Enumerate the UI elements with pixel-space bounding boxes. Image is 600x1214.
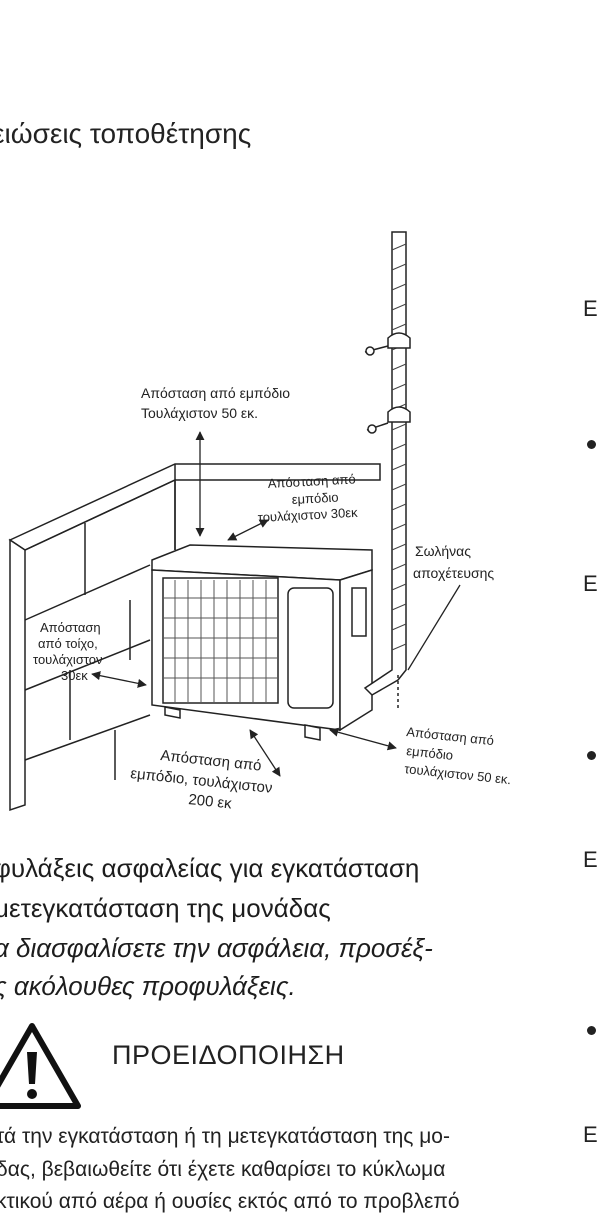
svg-text:Απόσταση από εμπόδιο: Απόσταση από εμπόδιο xyxy=(141,385,290,401)
label-back-1: Απόσταση από xyxy=(267,471,356,491)
label-wall-3: τουλάχιστον xyxy=(33,652,103,667)
svg-text:τουλάχιστον: τουλάχιστον xyxy=(33,652,103,667)
svg-text:Σωλήνας: Σωλήνας xyxy=(415,543,471,559)
outdoor-unit xyxy=(151,544,373,741)
svg-text:από τοίχο,: από τοίχο, xyxy=(38,636,98,651)
svg-text:εμπόδιο: εμπόδιο xyxy=(406,743,454,763)
edge-letter: Ε xyxy=(583,296,598,321)
section-title: ειώσεις τοποθέτησης xyxy=(0,118,252,149)
label-front-3: 200 εκ xyxy=(188,791,233,812)
label-hose-1: Σωλήνας xyxy=(415,543,471,559)
bullet-icon xyxy=(587,1026,596,1035)
svg-text:Απόσταση από: Απόσταση από xyxy=(267,471,356,491)
svg-text:τουλάχιστον 50 εκ.: τουλάχιστον 50 εκ. xyxy=(404,761,512,787)
svg-text:Απόσταση: Απόσταση xyxy=(40,620,101,635)
safety-heading-line2: μετεγκατάσταση της μονάδας xyxy=(0,893,331,923)
label-top-2: Τουλάχιστον 50 εκ. xyxy=(141,405,258,421)
svg-text:αποχέτευσης: αποχέτευσης xyxy=(413,565,494,581)
label-back-3: τουλάχιστον 30εκ xyxy=(257,505,358,525)
safety-intro-line2: ς ακόλουθες προφυλάξεις. xyxy=(0,971,296,1001)
edge-letter: Ε xyxy=(583,571,598,596)
safety-intro-line1: α διασφαλίσετε την ασφάλεια, προσέξ- xyxy=(0,933,433,963)
label-wall-2: από τοίχο, xyxy=(38,636,98,651)
label-top-1: Απόσταση από εμπόδιο xyxy=(141,385,290,401)
warning-text-line1: τά την εγκατάσταση ή τη μετεγκατάσταση τ… xyxy=(0,1125,450,1148)
svg-text:200 εκ: 200 εκ xyxy=(188,791,233,812)
label-back-2: εμπόδιο xyxy=(291,490,339,507)
svg-text:τουλάχιστον 30εκ: τουλάχιστον 30εκ xyxy=(257,505,358,525)
bullet-icon xyxy=(587,751,596,760)
installation-clearance-diagram: Απόσταση από εμπόδιο Τουλάχιστον 50 εκ. … xyxy=(0,220,600,830)
left-wall xyxy=(9,478,176,812)
bullet-icon xyxy=(587,440,596,449)
svg-text:Τουλάχιστον 50 εκ.: Τουλάχιστον 50 εκ. xyxy=(141,405,258,421)
svg-text:30εκ: 30εκ xyxy=(61,668,88,683)
safety-heading-line1: φυλάξεις ασφαλείας για εγκατάσταση xyxy=(0,853,420,883)
label-right-3: τουλάχιστον 50 εκ. xyxy=(404,761,512,787)
edge-letter: Ε xyxy=(583,847,598,872)
warning-title: ΠΡΟΕΙΔΟΠΟΙΗΣΗ xyxy=(112,1040,345,1070)
drain-pipe xyxy=(363,231,411,710)
edge-letter: Ε xyxy=(583,1122,598,1147)
svg-text:εμπόδιο: εμπόδιο xyxy=(291,490,339,507)
label-wall-1: Απόσταση xyxy=(40,620,101,635)
warning-text-line2: δας, βεβαιωθείτε ότι έχετε καθαρίσει το … xyxy=(0,1158,446,1181)
warning-text-line3: κτικού από αέρα ή ουσίες εκτός από το πρ… xyxy=(0,1190,460,1213)
label-hose-2: αποχέτευσης xyxy=(413,565,494,581)
label-wall-4: 30εκ xyxy=(61,668,88,683)
warning-triangle-icon xyxy=(0,1023,81,1109)
label-right-2: εμπόδιο xyxy=(406,743,454,763)
